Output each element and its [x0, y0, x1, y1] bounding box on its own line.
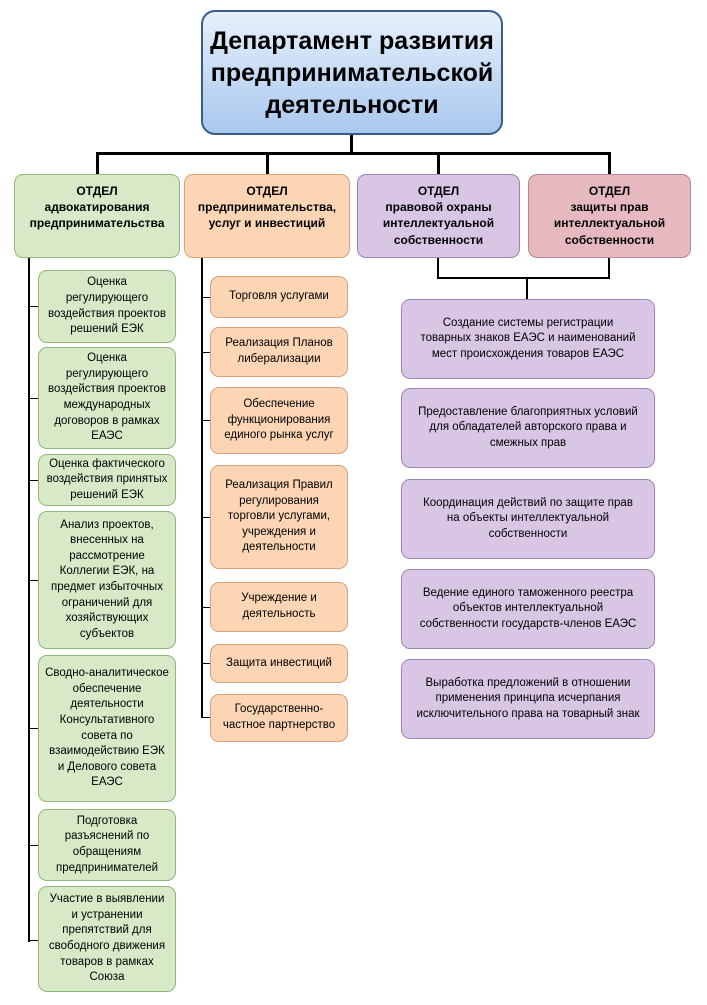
- col1-connector: [29, 728, 38, 729]
- col2-item: Торговля услугами: [210, 276, 348, 318]
- col3-item: Ведение единого таможенного реестра объе…: [401, 569, 655, 649]
- col2-connector: [202, 352, 210, 353]
- col3-item: Выработка предложений в отношении примен…: [401, 659, 655, 739]
- col2-connector: [202, 297, 210, 298]
- col2-connector: [202, 517, 210, 518]
- dept-services-investments: ОТДЕЛ предпринимательства, услуг и инвес…: [184, 174, 350, 258]
- col3-item: Координация действий по защите прав на о…: [401, 479, 655, 559]
- col3-drop-right: [608, 258, 610, 278]
- col1-connector: [29, 940, 38, 941]
- col2-item: Защита инвестиций: [210, 644, 348, 683]
- col3-item: Создание системы регистрации товарных зн…: [401, 299, 655, 379]
- dept-ip-rights-defense: ОТДЕЛ защиты прав интеллектуальной собст…: [528, 174, 691, 258]
- col1-connector: [29, 480, 38, 481]
- title-stem-line: [350, 135, 353, 154]
- col2-item: Реализация Планов либерализации: [210, 327, 348, 377]
- col1-connector: [29, 845, 38, 846]
- dept-ip-protection: ОТДЕЛ правовой охраны интеллектуальной с…: [357, 174, 520, 258]
- col2-connector: [202, 663, 210, 664]
- department-title: Департамент развития предпринимательской…: [201, 10, 503, 135]
- col2-connector: [202, 607, 210, 608]
- col1-connector: [29, 306, 38, 307]
- col2-connector: [202, 717, 210, 718]
- dept-advocacy: ОТДЕЛ адвокатирования предпринимательств…: [14, 174, 180, 258]
- col2-item: Обеспечение функционирования единого рын…: [210, 387, 348, 454]
- col1-item: Сводно-аналитическое обеспечение деятель…: [38, 655, 176, 802]
- col2-item: Государственно-частное партнерство: [210, 694, 348, 742]
- col1-connector: [29, 580, 38, 581]
- col3-drop-left: [437, 258, 439, 278]
- col2-item: Реализация Правил регулирования торговли…: [210, 465, 348, 569]
- col1-spine: [28, 258, 30, 942]
- dept-drop-4: [608, 152, 611, 174]
- col1-item: Участие в выявлении и устранении препятс…: [38, 886, 176, 992]
- dept-drop-2: [266, 152, 269, 174]
- dept-drop-1: [96, 152, 99, 174]
- col1-item: Оценка регулирующего воздействия проекто…: [38, 270, 176, 343]
- dept-bus-line: [96, 152, 611, 155]
- col2-spine: [201, 258, 203, 718]
- dept-drop-3: [437, 152, 440, 174]
- col2-connector: [202, 420, 210, 421]
- col3-stem: [526, 277, 528, 299]
- col1-item: Оценка регулирующего воздействия проекто…: [38, 347, 176, 449]
- col1-item: Подготовка разъяснений по обращениям пре…: [38, 809, 176, 881]
- col3-item: Предоставление благоприятных условий для…: [401, 388, 655, 468]
- col1-item: Оценка фактического воздействия принятых…: [38, 454, 176, 506]
- col2-item: Учреждение и деятельность: [210, 582, 348, 632]
- col3-join: [437, 277, 610, 279]
- col1-item: Анализ проектов, внесенных на рассмотрен…: [38, 511, 176, 649]
- col1-connector: [29, 398, 38, 399]
